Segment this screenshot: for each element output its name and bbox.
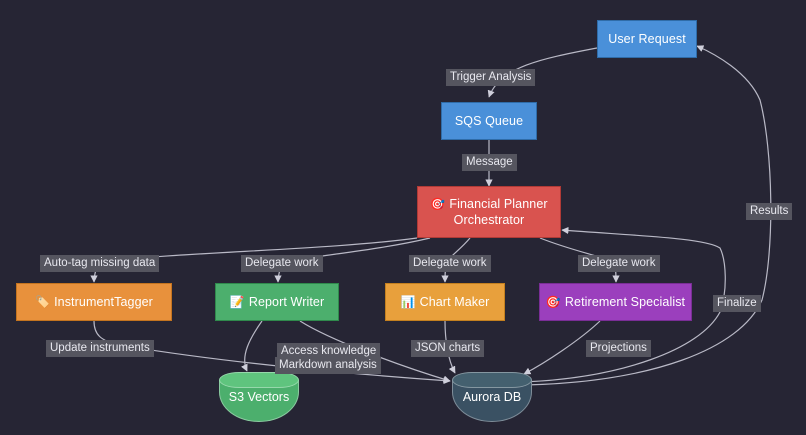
edge-label-trigger-analysis: Trigger Analysis — [446, 69, 536, 86]
edge-label-delegate-work-report: Delegate work — [241, 255, 323, 272]
node-financial-planner-orchestrator-label: Financial Planner Orchestrator — [449, 197, 548, 227]
node-chart-maker[interactable]: 📊 Chart Maker — [385, 283, 505, 321]
edge-label-markdown-analysis: Markdown analysis — [275, 357, 381, 374]
memo-icon: 📝 — [229, 295, 245, 309]
dart-icon-retirement: 🎯 — [545, 295, 561, 309]
node-retirement-specialist[interactable]: 🎯 Retirement Specialist — [539, 283, 692, 321]
edge-results — [524, 45, 772, 386]
edge-label-update-instruments: Update instruments — [46, 340, 154, 357]
node-instrument-tagger-label: InstrumentTagger — [54, 295, 153, 309]
node-user-request-label: User Request — [608, 32, 686, 46]
node-sqs-queue-label: SQS Queue — [454, 114, 524, 128]
label-tag-icon: 🏷️ — [35, 295, 51, 309]
node-s3-vectors[interactable]: S3 Vectors — [219, 372, 299, 422]
edge-access-knowledge — [241, 320, 263, 372]
node-report-writer-label: Report Writer — [248, 295, 325, 309]
dart-icon: 🎯 — [430, 197, 446, 211]
edge-label-auto-tag-missing-data: Auto-tag missing data — [40, 255, 160, 272]
bar-chart-icon: 📊 — [400, 295, 416, 309]
edge-label-results: Results — [746, 203, 793, 220]
node-chart-maker-label: Chart Maker — [419, 295, 490, 309]
node-financial-planner-orchestrator[interactable]: 🎯Financial Planner Orchestrator — [417, 186, 561, 238]
edge-label-projections: Projections — [586, 340, 651, 357]
node-aurora-db-label: Aurora DB — [462, 390, 522, 404]
node-aurora-db[interactable]: Aurora DB — [452, 372, 532, 422]
node-s3-vectors-label: S3 Vectors — [228, 390, 290, 404]
node-report-writer[interactable]: 📝 Report Writer — [215, 283, 339, 321]
node-instrument-tagger[interactable]: 🏷️ InstrumentTagger — [16, 283, 172, 321]
node-user-request[interactable]: User Request — [597, 20, 697, 58]
node-sqs-queue[interactable]: SQS Queue — [441, 102, 537, 140]
edge-label-json-charts: JSON charts — [411, 340, 485, 357]
edge-label-delegate-work-retirement: Delegate work — [578, 255, 660, 272]
edge-label-finalize: Finalize — [713, 295, 761, 312]
edge-label-delegate-work-chart: Delegate work — [409, 255, 491, 272]
edge-label-message: Message — [462, 154, 517, 171]
node-retirement-specialist-label: Retirement Specialist — [564, 295, 686, 309]
